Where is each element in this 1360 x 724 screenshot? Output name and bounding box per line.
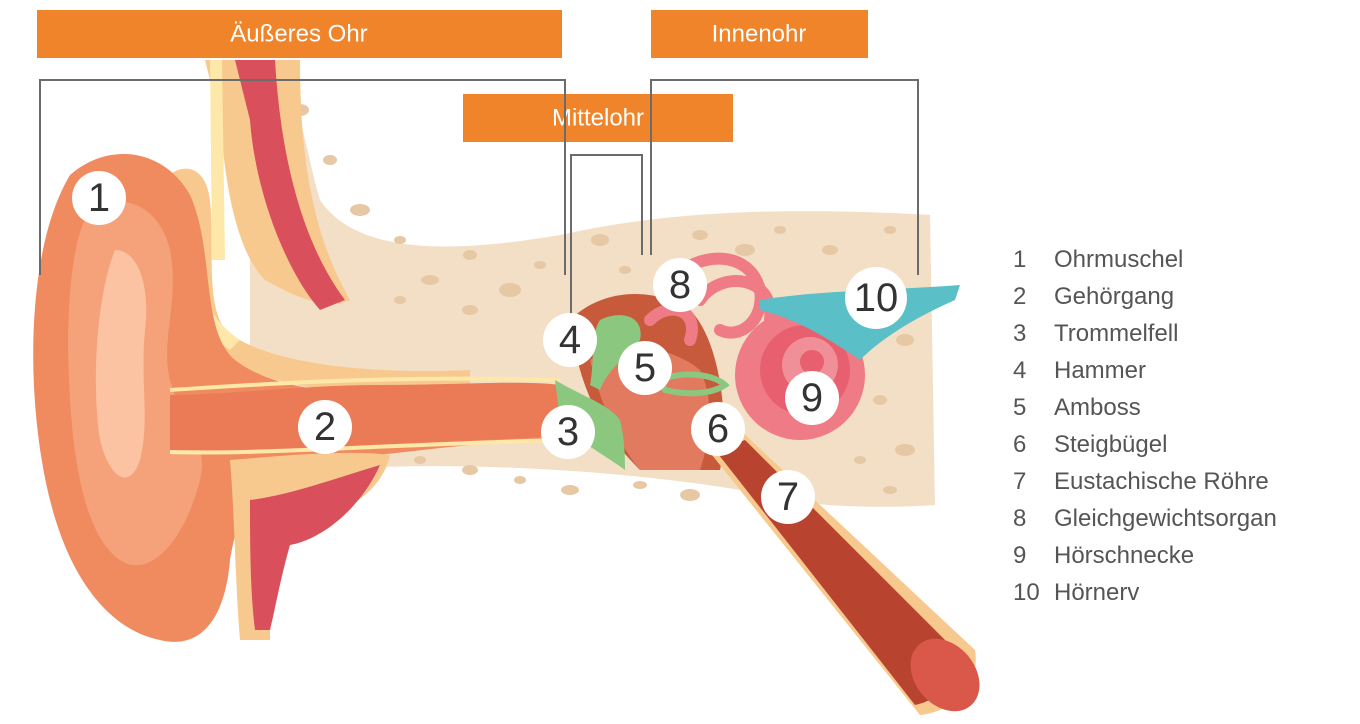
svg-text:Hörschnecke: Hörschnecke <box>1054 542 1194 569</box>
svg-text:9: 9 <box>801 376 823 420</box>
svg-text:Trommelfell: Trommelfell <box>1054 320 1178 347</box>
svg-text:6: 6 <box>707 407 729 451</box>
legend-item: 7 Eustachische Röhre <box>1013 468 1269 495</box>
svg-text:Hammer: Hammer <box>1054 357 1146 384</box>
svg-text:1: 1 <box>1013 246 1026 273</box>
callout-5: 5 <box>618 341 672 395</box>
svg-text:10: 10 <box>1013 579 1040 606</box>
header-outer-ear: Äußeres Ohr <box>37 10 562 58</box>
svg-text:Eustachische Röhre: Eustachische Röhre <box>1054 468 1269 495</box>
header-middle-ear: Mittelohr <box>463 94 733 142</box>
header-inner-ear-text: Innenohr <box>712 21 807 48</box>
callout-10: 10 <box>845 267 907 329</box>
svg-text:2: 2 <box>1013 283 1026 310</box>
svg-text:4: 4 <box>559 318 581 362</box>
callout-9: 9 <box>785 371 839 425</box>
legend-item: 2 Gehörgang <box>1013 283 1174 310</box>
legend-item: 9 Hörschnecke <box>1013 542 1194 569</box>
svg-text:Ohrmuschel: Ohrmuschel <box>1054 246 1183 273</box>
svg-text:10: 10 <box>854 276 899 320</box>
svg-text:9: 9 <box>1013 542 1026 569</box>
svg-text:7: 7 <box>1013 468 1026 495</box>
svg-text:7: 7 <box>777 475 799 519</box>
legend-item: 8 Gleichgewichtsorgan <box>1013 505 1277 532</box>
callout-3: 3 <box>541 405 595 459</box>
svg-text:Amboss: Amboss <box>1054 394 1141 421</box>
callout-1: 1 <box>72 171 126 225</box>
legend-item: 1 Ohrmuschel <box>1013 246 1183 273</box>
svg-text:8: 8 <box>1013 505 1026 532</box>
svg-text:5: 5 <box>634 346 656 390</box>
callout-8: 8 <box>653 258 707 312</box>
legend-item: 3 Trommelfell <box>1013 320 1178 347</box>
callout-2: 2 <box>298 400 352 454</box>
legend-item: 4 Hammer <box>1013 357 1146 384</box>
svg-text:Gehörgang: Gehörgang <box>1054 283 1174 310</box>
header-inner-ear: Innenohr <box>651 10 868 58</box>
callout-6: 6 <box>691 402 745 456</box>
svg-text:5: 5 <box>1013 394 1026 421</box>
svg-text:4: 4 <box>1013 357 1026 384</box>
legend-item: 5 Amboss <box>1013 394 1141 421</box>
callout-4: 4 <box>543 313 597 367</box>
svg-text:1: 1 <box>88 176 110 220</box>
legend-item: 6 Steigbügel <box>1013 431 1167 458</box>
svg-text:Gleichgewichtsorgan: Gleichgewichtsorgan <box>1054 505 1277 532</box>
svg-text:Hörnerv: Hörnerv <box>1054 579 1139 606</box>
legend: 1 Ohrmuschel 2 Gehörgang 3 Trommelfell 4 Ham… <box>1013 246 1277 606</box>
svg-text:3: 3 <box>1013 320 1026 347</box>
scalp-tissue <box>205 60 350 310</box>
legend-item: 10 Hörnerv <box>1013 579 1139 606</box>
svg-text:8: 8 <box>669 263 691 307</box>
svg-text:3: 3 <box>557 410 579 454</box>
callout-7: 7 <box>761 470 815 524</box>
header-outer-ear-text: Äußeres Ohr <box>230 21 367 48</box>
svg-text:Steigbügel: Steigbügel <box>1054 431 1167 458</box>
svg-text:2: 2 <box>314 405 336 449</box>
svg-text:6: 6 <box>1013 431 1026 458</box>
lower-cartilage <box>230 453 390 640</box>
